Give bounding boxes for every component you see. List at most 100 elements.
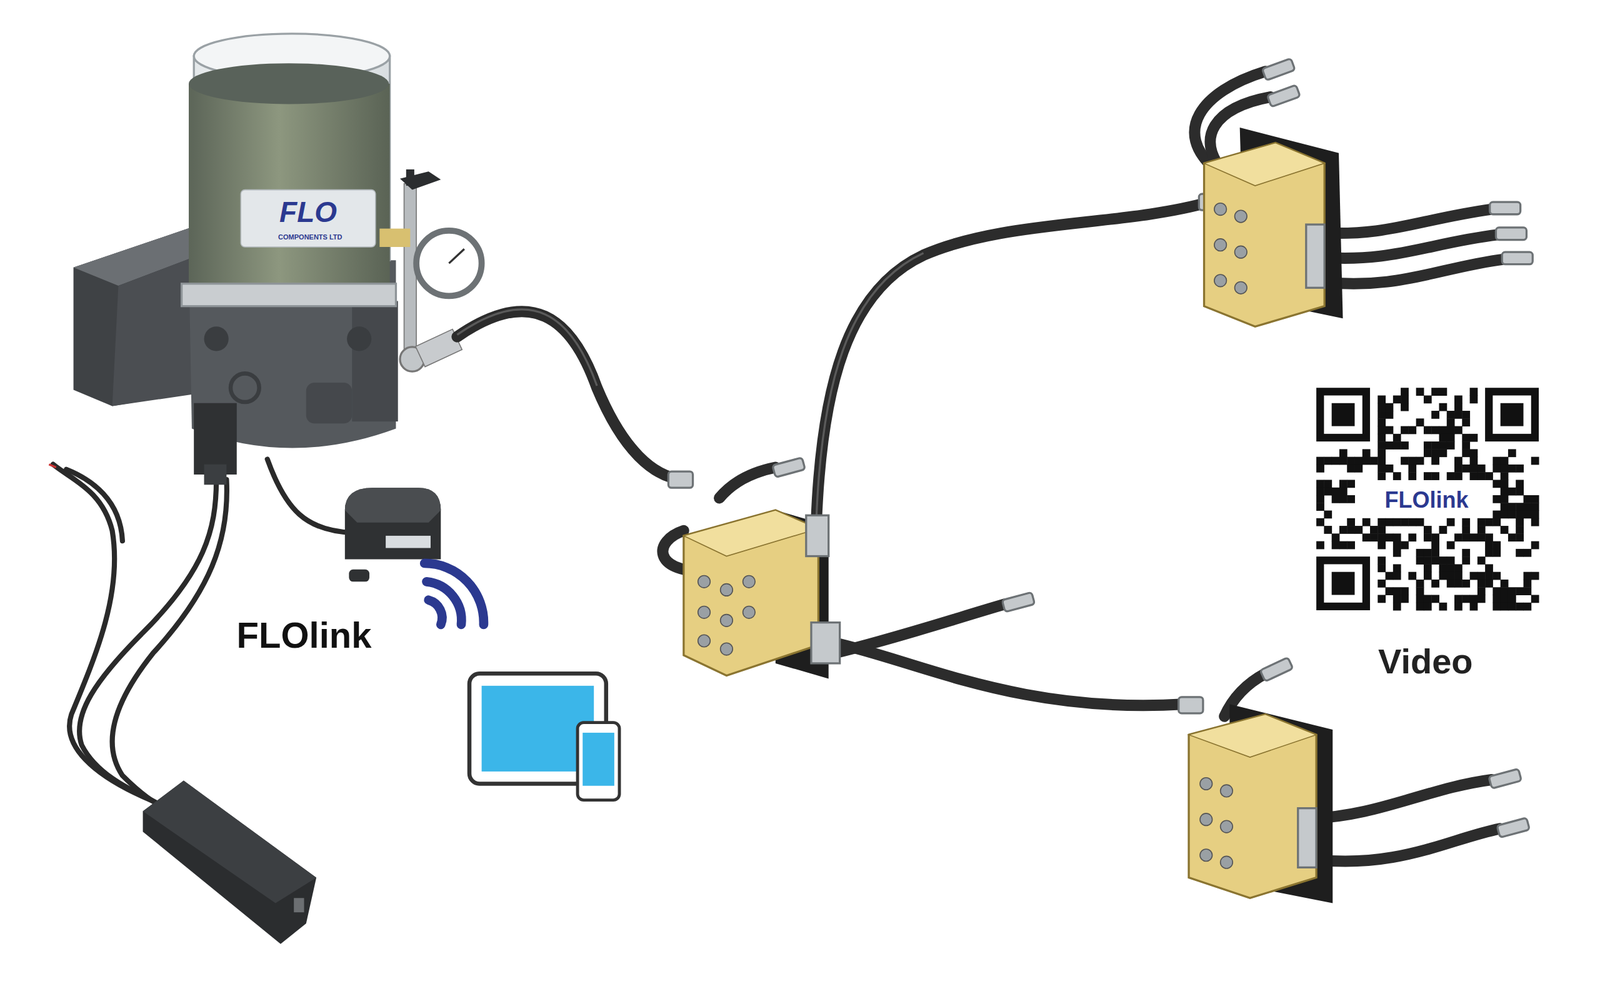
qr-module	[1400, 426, 1409, 435]
brand-logo: FLO	[279, 196, 337, 229]
qr-module	[1461, 525, 1470, 534]
wireless-waves-part	[426, 581, 462, 625]
qr-module	[1346, 479, 1355, 488]
qr-module	[1446, 410, 1455, 419]
qr-module	[1446, 418, 1455, 427]
hoses-part	[1318, 259, 1504, 284]
divider-block-part-part	[1220, 855, 1234, 869]
qr-module	[1377, 448, 1386, 457]
qr-module	[1515, 518, 1524, 527]
qr-module	[1385, 441, 1394, 450]
qr-module	[1515, 464, 1524, 473]
qr-module	[1446, 579, 1455, 588]
qr-module	[1431, 448, 1440, 457]
qr-module	[1346, 525, 1355, 534]
qr-module	[1454, 595, 1463, 604]
qr-module	[1461, 533, 1470, 542]
qr-module	[1385, 518, 1394, 527]
hose-fittings-part	[1501, 251, 1533, 265]
divider-block-part	[1298, 808, 1317, 868]
qr-module	[1416, 418, 1425, 427]
qr-module	[1515, 510, 1524, 519]
qr-module	[1339, 448, 1348, 457]
qr-module	[1470, 533, 1479, 542]
qr-module	[1438, 525, 1447, 534]
cables-part	[267, 458, 353, 533]
controller-box-part	[143, 780, 317, 944]
qr-module	[1377, 533, 1386, 542]
qr-module	[1346, 456, 1355, 465]
qr-module	[1370, 456, 1379, 465]
qr-module	[1431, 533, 1440, 542]
qr-module	[1438, 602, 1447, 611]
qr-module	[1454, 602, 1463, 611]
divider-block-part	[683, 510, 819, 556]
qr-module	[1385, 571, 1394, 580]
qr-module	[1362, 518, 1371, 527]
qr-module	[1431, 595, 1440, 604]
qr-module	[1523, 495, 1532, 504]
qr-module	[1461, 418, 1470, 427]
qr-module	[1346, 495, 1355, 504]
qr-module	[1531, 571, 1540, 580]
divider-block-part	[1200, 777, 1233, 869]
hose-highlights-part	[816, 253, 924, 521]
qr-module	[1400, 541, 1409, 550]
divider-block-part-part	[1200, 813, 1213, 826]
qr-module	[1500, 579, 1509, 588]
wireless-waves-part	[424, 563, 484, 625]
qr-module	[1477, 518, 1486, 527]
qr-module	[1339, 495, 1348, 504]
video-label: Video	[1378, 641, 1473, 681]
qr-module	[1500, 479, 1509, 488]
qr-module	[1416, 548, 1425, 557]
qr-module	[1377, 433, 1386, 442]
qr-module	[1454, 426, 1463, 435]
divider-block-part-part	[720, 614, 734, 627]
hose-fittings-part	[1178, 696, 1204, 714]
qr-module	[1377, 579, 1386, 588]
controller-box-part	[143, 780, 317, 904]
qr-label: FLOlink	[1379, 486, 1474, 514]
qr-module	[1370, 525, 1379, 534]
qr-module	[1470, 456, 1479, 465]
qr-module	[1461, 518, 1470, 527]
hose-fittings-part	[1001, 591, 1035, 612]
wireless-waves	[424, 563, 484, 625]
qr-module	[1416, 518, 1425, 527]
hose-fittings-part	[1260, 656, 1294, 681]
qr-module	[1515, 487, 1524, 496]
qr-module	[1431, 387, 1440, 396]
qr-module	[1393, 533, 1402, 542]
reservoir-part	[188, 63, 389, 104]
hose-fittings	[668, 58, 1533, 837]
qr-module	[1331, 403, 1355, 427]
qr-module	[1323, 510, 1332, 519]
divider-block-part	[1204, 143, 1325, 187]
qr-module	[1477, 579, 1486, 588]
qr-module	[1523, 548, 1532, 557]
qr-module	[1461, 433, 1470, 442]
qr-module	[1377, 595, 1386, 604]
tablet-phone-part	[582, 732, 615, 786]
qr-module	[1331, 571, 1355, 595]
qr-module	[1454, 410, 1463, 419]
qr-module	[1331, 541, 1340, 550]
qr-module	[1323, 487, 1332, 496]
cables-part	[79, 479, 217, 806]
qr-module	[1423, 448, 1432, 457]
pressure-gauge-part	[379, 228, 410, 247]
qr-module	[1331, 495, 1340, 504]
tablet-phone	[469, 673, 620, 800]
qr-module	[1431, 556, 1440, 565]
qr-module	[1492, 510, 1501, 519]
hose-fittings-part	[1261, 58, 1295, 80]
qr-module	[1485, 533, 1494, 542]
qr-module	[1477, 595, 1486, 604]
qr-module	[1500, 525, 1509, 534]
qr-module	[1515, 586, 1524, 595]
qr-module	[1500, 502, 1509, 511]
qr-module	[1461, 579, 1470, 588]
divider-block	[1188, 703, 1333, 903]
